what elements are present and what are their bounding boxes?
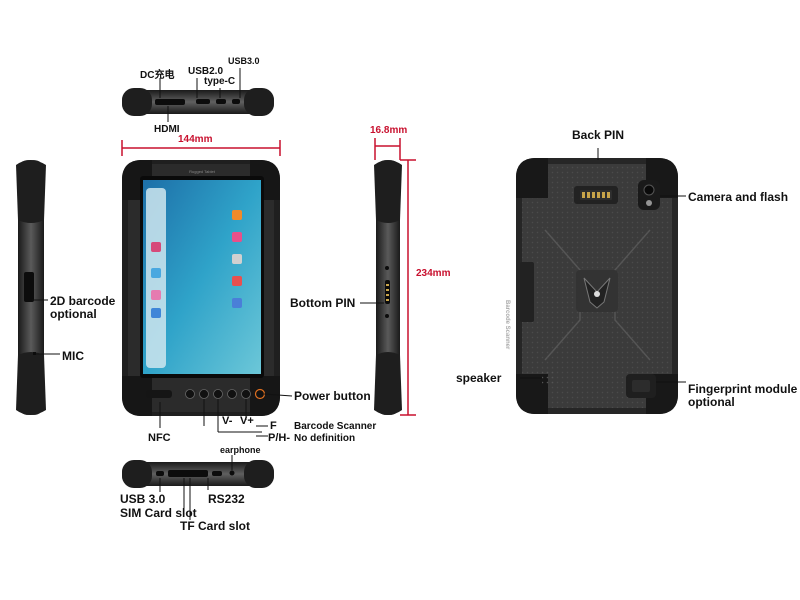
back-side-text: Barcode Scanner xyxy=(504,300,510,350)
nfc-label: NFC xyxy=(148,432,171,444)
camera-flash-label: Camera and flash xyxy=(688,190,789,204)
nfc-area xyxy=(146,390,172,398)
rs232-label: RS232 xyxy=(208,492,245,506)
fingerprint-label: Fingerprint module xyxy=(688,382,798,396)
usb20-label: USB2.0 xyxy=(188,66,224,77)
vol-plus-key xyxy=(227,389,237,399)
usb30-top-label: USB3.0 xyxy=(228,56,260,66)
power-button-label: Power button xyxy=(294,389,371,403)
usb20-port xyxy=(196,99,210,104)
f-key xyxy=(199,389,209,399)
usb30-top-port xyxy=(232,99,240,104)
barcode-scanner-label: Barcode Scanner xyxy=(294,421,377,432)
back-view xyxy=(516,148,686,414)
front-view: Rugged Tablet xyxy=(122,160,293,437)
hdmi-port xyxy=(155,99,185,105)
height-dimension xyxy=(400,159,416,416)
barcode-2d-label: 2D barcode xyxy=(50,294,116,308)
speaker-grille xyxy=(542,368,554,386)
right-side-view xyxy=(360,160,402,415)
thickness-dimension-label: 16.8mm xyxy=(370,125,408,136)
key-f-label: F xyxy=(270,420,277,432)
usb30-bottom-label: USB 3.0 xyxy=(120,492,166,506)
hdmi-label: HDMI xyxy=(154,124,180,135)
bottom-edge-view xyxy=(122,455,274,520)
earphone-label: earphone xyxy=(220,445,261,455)
barcode-window xyxy=(24,272,34,302)
height-dimension-label: 234mm xyxy=(416,268,451,279)
width-dimension-label: 144mm xyxy=(178,134,213,145)
sim-card-slot-label: SIM Card slot xyxy=(120,506,197,520)
ph-key xyxy=(185,389,195,399)
rs232-port xyxy=(168,470,208,477)
fingerprint-optional-label: optional xyxy=(688,395,735,409)
type-c-port xyxy=(216,99,226,104)
power-key xyxy=(254,388,266,400)
svg-text:Rugged Tablet: Rugged Tablet xyxy=(189,169,216,174)
vol-plus-label: V+ xyxy=(240,415,254,427)
vol-minus-key xyxy=(213,389,223,399)
width-dimension xyxy=(121,140,281,156)
dc-charge-label: DC充电 xyxy=(140,70,175,81)
thickness-dimension xyxy=(374,138,401,160)
barcode-2d-optional-label: optional xyxy=(50,307,97,321)
speaker-label: speaker xyxy=(456,371,502,385)
key-ph-label: P/H- xyxy=(268,432,290,444)
no-definition-label: No definition xyxy=(294,433,356,444)
tf-card-slot-label: TF Card slot xyxy=(180,519,251,533)
type-c-label: type-C xyxy=(204,76,236,87)
earphone-jack xyxy=(229,470,235,476)
bottom-pin-label: Bottom PIN xyxy=(290,296,356,310)
top-edge-view xyxy=(122,68,274,122)
left-side-view xyxy=(16,160,60,415)
mic-hole xyxy=(33,352,36,355)
back-pin-label: Back PIN xyxy=(572,128,625,142)
mic-label: MIC xyxy=(62,349,84,363)
vol-minus-label: V- xyxy=(222,415,233,427)
